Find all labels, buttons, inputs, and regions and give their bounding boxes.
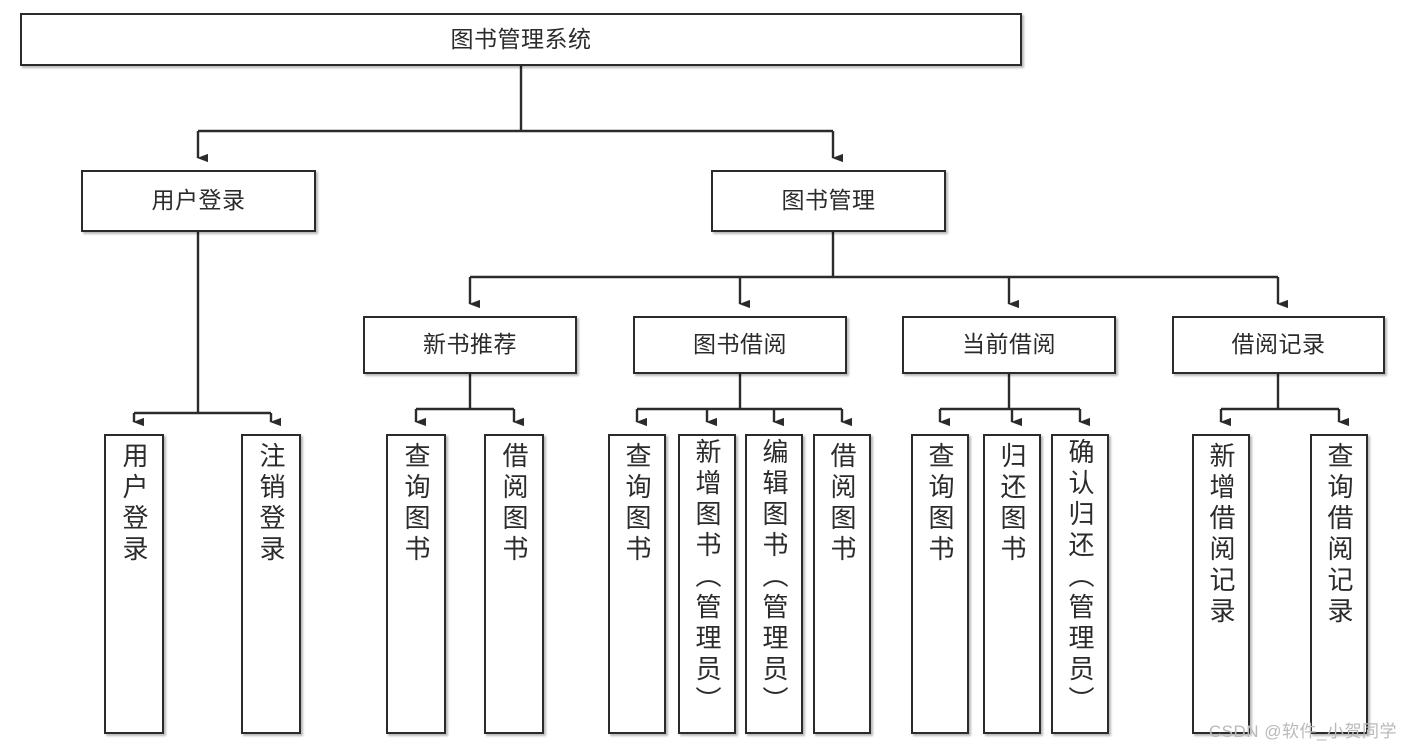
node-root[interactable]: 图书管理系统 <box>20 13 1022 66</box>
connectors-current-borrow <box>938 374 1090 427</box>
connectors-book-borrow <box>635 374 852 427</box>
connectors-user-login <box>132 232 281 427</box>
leaf-logout-label: 注销登录 <box>256 442 286 566</box>
connectors-root <box>196 66 843 163</box>
leaf-logout[interactable]: 注销登录 <box>241 434 301 734</box>
node-root-label: 图书管理系统 <box>450 25 592 52</box>
leaf-cb-query-book[interactable]: 查询图书 <box>911 434 969 734</box>
leaf-bb-add-book-label: 新增图书（管理员） <box>692 438 722 717</box>
leaf-rec-borrow-book[interactable]: 借阅图书 <box>484 434 544 734</box>
leaf-bb-add-book[interactable]: 新增图书（管理员） <box>678 434 736 734</box>
leaf-br-query-record-label: 查询借阅记录 <box>1324 442 1354 628</box>
leaf-br-add-record-label: 新增借阅记录 <box>1206 442 1236 628</box>
leaf-rec-borrow-book-label: 借阅图书 <box>499 442 529 566</box>
leaf-br-add-record[interactable]: 新增借阅记录 <box>1192 434 1250 734</box>
leaf-cb-confirm-return-label: 确认归还（管理员） <box>1065 438 1095 717</box>
node-book-manage[interactable]: 图书管理 <box>711 170 946 232</box>
leaf-rec-query-book[interactable]: 查询图书 <box>386 434 446 734</box>
node-user-login[interactable]: 用户登录 <box>81 170 316 232</box>
leaf-user-login[interactable]: 用户登录 <box>104 434 164 734</box>
leaf-bb-borrow-book-label: 借阅图书 <box>827 442 857 566</box>
leaf-bb-edit-book[interactable]: 编辑图书（管理员） <box>745 434 803 734</box>
connectors-book-manage <box>468 232 1288 309</box>
leaf-rec-query-book-label: 查询图书 <box>401 442 431 566</box>
node-book-borrow-label: 图书借阅 <box>693 331 787 358</box>
node-current-borrow[interactable]: 当前借阅 <box>902 316 1116 374</box>
leaf-cb-return-book-label: 归还图书 <box>997 442 1027 566</box>
node-book-borrow[interactable]: 图书借阅 <box>633 316 847 374</box>
leaf-br-query-record[interactable]: 查询借阅记录 <box>1310 434 1368 734</box>
node-borrow-record-label: 借阅记录 <box>1231 331 1326 358</box>
leaf-bb-edit-book-label: 编辑图书（管理员） <box>759 438 789 717</box>
leaf-cb-query-book-label: 查询图书 <box>925 442 955 566</box>
node-current-borrow-label: 当前借阅 <box>962 331 1056 358</box>
leaf-cb-return-book[interactable]: 归还图书 <box>983 434 1041 734</box>
node-user-login-label: 用户登录 <box>151 187 246 214</box>
node-new-book-rec-label: 新书推荐 <box>423 331 517 358</box>
leaf-cb-confirm-return[interactable]: 确认归还（管理员） <box>1051 434 1109 734</box>
leaf-bb-query-book-label: 查询图书 <box>622 442 652 566</box>
leaf-bb-borrow-book[interactable]: 借阅图书 <box>813 434 871 734</box>
leaf-user-login-label: 用户登录 <box>119 442 149 566</box>
connectors-new-book-rec <box>414 374 524 427</box>
node-borrow-record[interactable]: 借阅记录 <box>1172 316 1385 374</box>
connectors-borrow-record <box>1219 374 1349 427</box>
node-new-book-rec[interactable]: 新书推荐 <box>363 316 577 374</box>
node-book-manage-label: 图书管理 <box>781 187 876 214</box>
leaf-bb-query-book[interactable]: 查询图书 <box>608 434 666 734</box>
